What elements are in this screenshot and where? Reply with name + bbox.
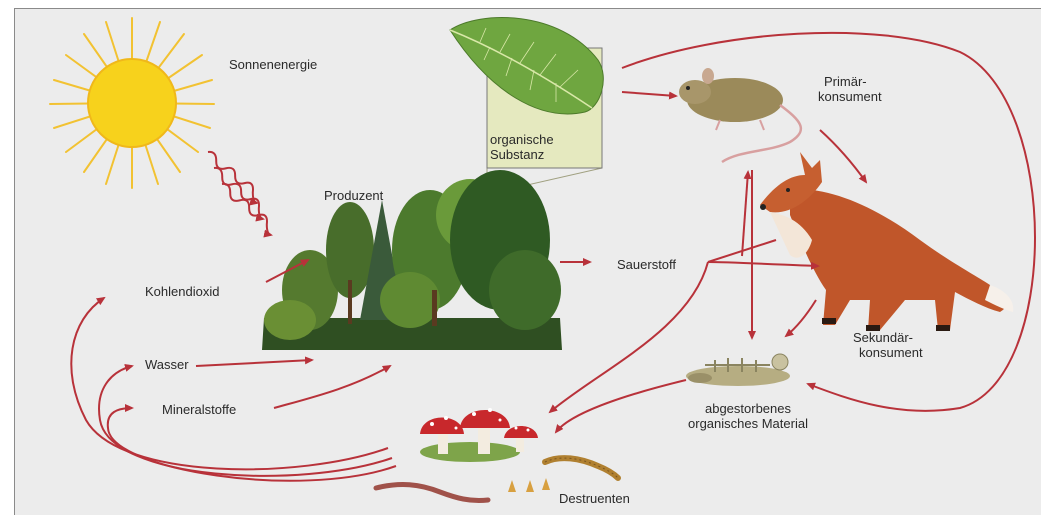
dead-material-label: abgestorbenes organisches Material [678, 401, 818, 431]
oxygen-label: Sauerstoff [617, 257, 676, 272]
sunlight-wave-icon [202, 150, 279, 235]
arrow-mouse-to-fox [820, 130, 866, 182]
dead-material-line2: organisches Material [678, 416, 818, 431]
producer-label: Produzent [324, 188, 383, 203]
organic-substance-line2: Substanz [490, 147, 554, 162]
arrow-water-to-producer [196, 360, 312, 366]
co2-label: Kohlendioxid [145, 284, 219, 299]
sun-energy-label: Sonnenenergie [229, 57, 317, 72]
sun-icon [50, 18, 214, 188]
arrow-oxygen-to-mouse [742, 172, 748, 256]
primary-consumer-line1: Primär- [818, 74, 882, 89]
skeleton-remains-icon [686, 354, 790, 386]
worm-icon [376, 485, 488, 501]
leaf-icon [450, 18, 603, 198]
arrow-fox-to-dead [786, 300, 816, 336]
organic-substance-label: organische Substanz [490, 132, 554, 162]
mushroom-icon [420, 408, 538, 462]
primary-consumer-line2: konsument [818, 89, 882, 104]
arrow-minerals-to-producer [274, 366, 390, 408]
mouse-icon [679, 68, 801, 162]
secondary-consumer-line1: Sekundär- [853, 330, 923, 345]
water-label: Wasser [145, 357, 189, 372]
primary-consumer-label: Primär- konsument [818, 74, 882, 104]
fungus-spores-icon [508, 478, 550, 492]
dead-material-line1: abgestorbenes [678, 401, 818, 416]
decomposers-label: Destruenten [559, 491, 630, 506]
secondary-consumer-line2: konsument [853, 345, 923, 360]
arrow-oxygen-to-decomposers [550, 262, 708, 412]
fox-icon [760, 152, 1013, 331]
arrow-leaf-to-mouse [622, 92, 676, 96]
millipede-icon [545, 458, 618, 478]
arrow-dead-to-decomposers [556, 380, 686, 432]
secondary-consumer-label: Sekundär- konsument [853, 330, 923, 360]
minerals-label: Mineralstoffe [162, 402, 236, 417]
arrow-oxygen-to-fox [708, 262, 818, 266]
organic-substance-line1: organische [490, 132, 554, 147]
